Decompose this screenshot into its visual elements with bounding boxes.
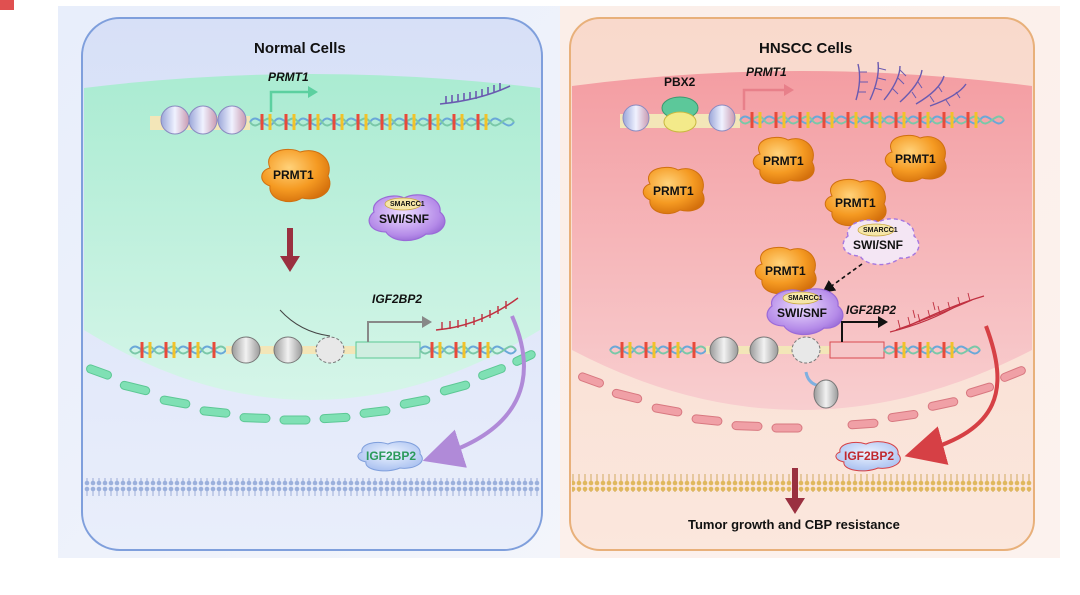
hnscc-panel-title: HNSCC Cells <box>759 40 853 57</box>
normal-smarcc1-label: SMARCC1 <box>390 201 425 208</box>
nucleosome-1 <box>231 336 261 364</box>
pbx2-label: PBX2 <box>664 75 696 89</box>
hnscc-smarcc1-bound-label: SMARCC1 <box>788 295 823 302</box>
normal-panel-title: Normal Cells <box>254 40 346 57</box>
hnscc-swi-snf-dashed-label: SWI/SNF <box>853 238 903 252</box>
hnscc-prmt1-mrnas <box>855 61 967 107</box>
normal-nuclear-envelope <box>86 350 536 425</box>
normal-prmt1-protein <box>261 148 331 202</box>
hnscc-prmt1-gene-label: PRMT1 <box>746 65 787 79</box>
hnscc-export-arrow <box>904 325 1000 465</box>
normal-plasma-membrane <box>84 478 540 496</box>
hnscc-prmt1-4 <box>824 178 887 227</box>
hnscc-igf2bp2-protein <box>835 441 901 472</box>
normal-prmt1-mrna <box>439 83 511 105</box>
normal-igf2bp2-protein-label: IGF2BP2 <box>366 449 417 463</box>
normal-prmt1-gene-label: PRMT1 <box>268 70 309 84</box>
nucleosome-3 <box>315 336 345 364</box>
hnscc-nuclear-envelope <box>578 366 1026 433</box>
normal-igf2bp2-protein <box>357 441 423 472</box>
normal-igf2bp2-tss-arrow <box>367 321 424 342</box>
hnscc-top-dna <box>620 104 1005 132</box>
normal-prmt1-tss-arrow <box>269 90 310 112</box>
hnscc-prmt1-label-3: PRMT1 <box>895 152 936 166</box>
hnscc-smarcc1-dashed-label: SMARCC1 <box>863 227 898 234</box>
normal-export-arrow <box>422 315 526 468</box>
hnscc-prmt1-2 <box>752 136 815 185</box>
hnscc-swi-snf-bound-label: SWI/SNF <box>777 306 827 320</box>
normal-igf2bp2-gene-label: IGF2BP2 <box>372 292 423 306</box>
hnscc-igf2bp2-mrnas <box>889 292 985 333</box>
normal-top-dna <box>150 105 515 135</box>
hnscc-prmt1-3 <box>884 134 947 183</box>
hnscc-prmt1-5 <box>754 246 817 295</box>
hnscc-prmt1-label-2: PRMT1 <box>763 154 804 168</box>
panel-badge <box>0 0 14 10</box>
hnscc-prmt1-1 <box>642 166 705 215</box>
evicted-nucleosome <box>813 379 839 409</box>
hnscc-cell <box>569 17 1035 551</box>
hnscc-outcome-label: Tumor growth and CBP resistance <box>688 517 900 532</box>
hnscc-prmt1-tss-arrow <box>742 88 786 110</box>
hnscc-prmt1-label-5: PRMT1 <box>765 264 806 278</box>
hnscc-recruit-arrow <box>822 263 863 293</box>
nucleosome-2 <box>273 336 303 364</box>
hnscc-plasma-membrane <box>572 474 1032 492</box>
normal-bottom-dna <box>129 309 517 364</box>
normal-cell <box>81 17 543 551</box>
normal-igf2bp2-mrna <box>435 297 519 331</box>
hnscc-igf2bp2-gene-label: IGF2BP2 <box>846 303 897 317</box>
normal-smarcc1-subunit <box>384 197 422 211</box>
normal-swi-snf-label: SWI/SNF <box>379 212 429 226</box>
hnscc-igf2bp2-tss-arrow <box>841 321 880 342</box>
hnscc-igf2bp2-protein-label: IGF2BP2 <box>844 449 895 463</box>
normal-prmt1-protein-label: PRMT1 <box>273 168 314 182</box>
hnscc-bottom-dna <box>609 336 981 364</box>
hnscc-prmt1-label-1: PRMT1 <box>653 184 694 198</box>
hnscc-prmt1-label-4: PRMT1 <box>835 196 876 210</box>
